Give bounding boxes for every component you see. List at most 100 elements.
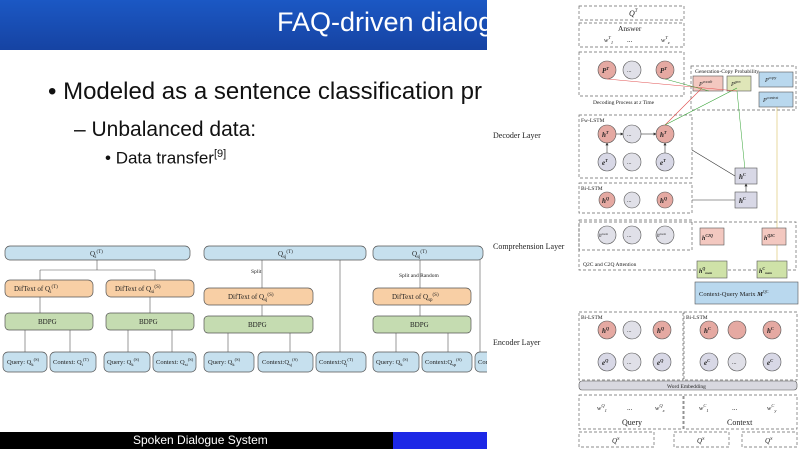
bullet-3-text: Data transfer: [115, 148, 214, 168]
svg-text:Context:Q: Context:Q: [478, 359, 487, 366]
bullet-2-text: Unbalanced data:: [91, 118, 257, 141]
svg-text:...: ...: [627, 360, 632, 366]
qi-output-box: [4, 245, 191, 261]
svg-text:wC1: wC1: [699, 403, 709, 413]
qsj-output-box: [203, 245, 367, 261]
comprehension-layer-label: Comprehension Layer: [493, 242, 565, 251]
svg-text:QT: QT: [629, 9, 639, 18]
svg-text:hC2Q: hC2Q: [702, 233, 713, 242]
svg-text:...: ...: [627, 198, 632, 204]
hc2q-box: [699, 227, 725, 246]
p-gen-box: [726, 75, 752, 92]
query-box-1: [2, 351, 48, 373]
svg-text:hC: hC: [704, 326, 712, 335]
svg-text:wCy: wCy: [767, 403, 776, 413]
svg-text:DifText of Qsj(S): DifText of Qsj(S): [228, 293, 274, 303]
diagram-section-2: Qsj(T) Split DifText of Qsj(S) BDPG Quer…: [203, 245, 367, 373]
bullet-level-1: • Modeled as a sentence classification p…: [48, 78, 482, 105]
svg-text:Context: Qi(T): Context: Qi(T): [53, 357, 89, 367]
svg-text:eT: eT: [602, 158, 608, 167]
svg-text:wT1: wT1: [604, 35, 613, 45]
svg-text:wTz: wTz: [661, 35, 670, 45]
svg-text:Context-Query Marix MQC: Context-Query Marix MQC: [699, 289, 769, 298]
bdpg-box-3: [203, 315, 314, 334]
context-box-1: [49, 351, 97, 373]
qi-output-label: Qi(T): [90, 250, 103, 260]
difftext-qsj-box: [203, 287, 314, 306]
context-box-4: [315, 351, 367, 373]
svg-text:Pcopy: Pcopy: [764, 75, 776, 84]
citation-ref: [9]: [213, 148, 227, 160]
svg-text:QS: QS: [612, 436, 620, 445]
gen-copy-box: [690, 65, 797, 111]
svg-text:Context:Qsp(S): Context:Qsp(S): [425, 357, 462, 367]
svg-text:QS: QS: [697, 436, 705, 445]
title-bar: [0, 0, 487, 50]
context-box-3: [257, 351, 314, 373]
svg-text:Fw-LSTM: Fw-LSTM: [581, 118, 605, 124]
svg-text:hC: hC: [739, 172, 747, 181]
query-input-box: [578, 394, 684, 430]
svg-text:hCmem: hCmem: [759, 266, 772, 275]
svg-text:Context:Qj(T): Context:Qj(T): [319, 357, 354, 367]
svg-text:wQx: wQx: [655, 403, 665, 413]
svg-text:hT: hT: [602, 130, 609, 139]
p-vocab-box: [692, 75, 724, 92]
attention-box: [578, 221, 797, 271]
qt-output-box: [578, 5, 685, 21]
split-random-label: Split and Random: [399, 273, 439, 279]
svg-text:...: ...: [627, 404, 633, 412]
svg-text:hQ: hQ: [657, 326, 665, 335]
svg-text:DifText of Qsp(S): DifText of Qsp(S): [392, 293, 439, 303]
qx-bottom-box: [741, 431, 798, 448]
svg-text:Query: Qk(S): Query: Qk(S): [107, 357, 140, 367]
svg-text:hmem: hmem: [599, 232, 609, 239]
svg-text:...: ...: [627, 68, 632, 74]
svg-text:PT: PT: [602, 66, 609, 75]
svg-text:hQmem: hQmem: [699, 266, 713, 275]
svg-text:PT: PT: [660, 66, 667, 75]
p-copy-box: [758, 71, 794, 88]
svg-text:BDPG: BDPG: [248, 321, 267, 329]
svg-text:...: ...: [627, 233, 632, 239]
decoding-label: Decoding Process at z Time: [593, 100, 655, 106]
slide: FAQ-driven dialog • Modeled as a sentenc…: [0, 0, 487, 373]
svg-text:...: ...: [627, 328, 632, 334]
svg-text:QS: QS: [765, 436, 773, 445]
bullet-level-2: – Unbalanced data:: [74, 118, 257, 141]
query-box-2: [103, 351, 151, 373]
svg-text:BDPG: BDPG: [38, 318, 57, 326]
svg-text:wQ1: wQ1: [597, 403, 607, 413]
svg-text:BDPG: BDPG: [410, 321, 429, 329]
svg-text:hC: hC: [739, 196, 747, 205]
svg-text:DifText of Qi(T): DifText of Qi(T): [14, 285, 58, 295]
svg-text:hC: hC: [767, 326, 775, 335]
attention-label: Q2C and C2Q Attention: [583, 262, 637, 268]
svg-text:eQ: eQ: [602, 358, 609, 367]
data-transfer-diagram: Qi(T) DifText of Qi(T) DifText of Qsi(S)…: [2, 245, 487, 373]
svg-text:...: ...: [627, 36, 633, 44]
svg-text:...: ...: [732, 360, 737, 366]
bi-lstm-context-box: [683, 311, 798, 381]
cq-matrix-box: [694, 281, 799, 305]
difftext-qsj-box-2: [372, 287, 472, 306]
svg-text:hmem: hmem: [657, 232, 667, 239]
svg-text:Pgen: Pgen: [730, 79, 740, 88]
svg-text:eC: eC: [704, 358, 711, 367]
svg-text:Query: Qk(S): Query: Qk(S): [376, 357, 409, 367]
hq2c-box: [761, 227, 787, 246]
paper-figure: QT Answer wT1 ... wTz PT ... PT Decoding…: [487, 0, 800, 449]
answer-label: Answer: [618, 24, 642, 33]
gen-copy-label: Generation-Copy Probability: [695, 69, 759, 75]
svg-text:...: ...: [627, 160, 632, 166]
svg-text:BDPG: BDPG: [139, 318, 158, 326]
hq-memory-box: [696, 260, 728, 279]
svg-text:...: ...: [627, 132, 632, 138]
hc-memory-box: [756, 260, 788, 279]
svg-text:hQ2C: hQ2C: [764, 233, 775, 242]
context-input-box: [683, 394, 798, 430]
svg-text:eT: eT: [660, 158, 666, 167]
svg-text:eQ: eQ: [657, 358, 664, 367]
query-label: Query: [622, 418, 642, 427]
svg-text:Context:Qsj(S): Context:Qsj(S): [262, 357, 298, 367]
